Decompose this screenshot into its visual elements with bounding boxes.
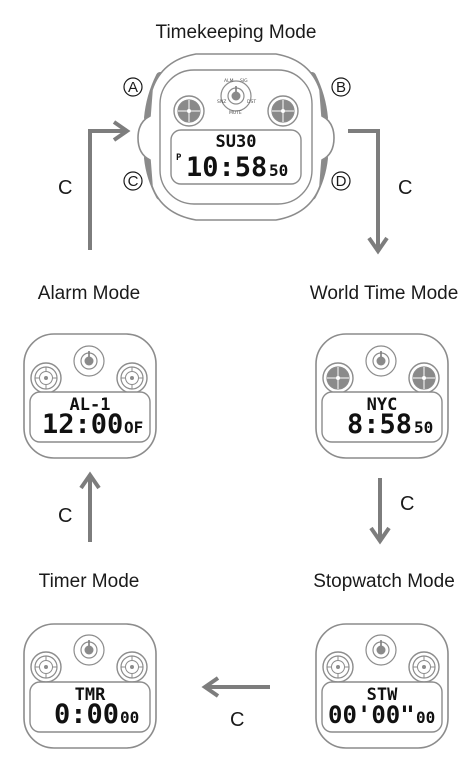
lcd-seconds: OF — [124, 418, 143, 437]
lcd-top-text: SU30 — [216, 132, 257, 152]
lcd-main-time: 00'00" — [328, 701, 415, 729]
right-dial-icon — [116, 362, 148, 394]
timekeeping-mode-label: Timekeeping Mode — [156, 22, 317, 43]
left-dial-icon — [30, 362, 62, 394]
arrow-alarm-to-timekeeping: C — [58, 120, 131, 250]
right-dial-icon — [116, 651, 148, 683]
lcd-main-time: 12:00 — [42, 409, 123, 440]
lcd-top-text: AL-1 — [70, 395, 111, 415]
timekeeping-watch: Timekeeping Mode ALM SIG SNZ MUTE DST SU… — [123, 22, 351, 221]
center-dial-icon — [73, 634, 105, 666]
button-a-label: A — [128, 79, 138, 96]
lcd-display — [29, 391, 151, 443]
timer-watch: Timer Mode TMR 0:00 00 — [23, 571, 157, 749]
left-dial-icon — [30, 651, 62, 683]
dial-label-alm: ALM — [224, 78, 234, 84]
left-dial-icon — [322, 362, 354, 394]
lcd-main-time: 10:58 — [186, 152, 267, 183]
lcd-top-text: NYC — [367, 395, 398, 415]
transition-c-label: C — [400, 493, 414, 515]
dial-label-dst: DST — [247, 99, 256, 105]
button-d-label: D — [336, 173, 347, 190]
lcd-seconds: 50 — [269, 161, 288, 180]
transition-c-label: C — [398, 177, 412, 199]
center-dial-icon — [365, 634, 397, 666]
button-c-marker — [123, 171, 143, 191]
button-b-marker — [331, 77, 351, 97]
button-b-label: B — [336, 79, 346, 96]
button-c-label: C — [128, 173, 139, 190]
pm-indicator: P — [176, 153, 182, 163]
stopwatch-mode-label: Stopwatch Mode — [313, 571, 455, 592]
button-a-marker — [123, 77, 143, 97]
arrow-stopwatch-to-timer: C — [201, 676, 270, 731]
alarm-watch: Alarm Mode AL-1 12:00 OF — [23, 283, 157, 459]
alarm-mode-label: Alarm Mode — [38, 283, 140, 304]
lcd-display — [29, 681, 151, 733]
lcd-top-text: STW — [367, 685, 398, 705]
left-dial-icon — [322, 651, 354, 683]
timer-mode-label: Timer Mode — [39, 571, 140, 592]
left-dial-icon — [173, 95, 205, 127]
transition-c-label: C — [58, 505, 72, 527]
arrow-world-time-to-stopwatch: C — [369, 478, 414, 545]
center-dial-icon — [220, 80, 252, 112]
right-dial-icon — [267, 95, 299, 127]
dial-label-sig: SIG — [240, 78, 248, 84]
lcd-main-time: 8:58 — [347, 409, 412, 440]
right-dial-icon — [408, 651, 440, 683]
dial-label-snz: SNZ — [217, 99, 226, 105]
lcd-top-text: TMR — [75, 685, 106, 705]
lcd-display — [170, 129, 302, 185]
world-time-watch: World Time Mode NYC 8:58 50 — [310, 283, 459, 459]
lcd-display — [321, 681, 443, 733]
center-dial-icon — [365, 345, 397, 377]
lcd-display — [321, 391, 443, 443]
lcd-seconds: 00 — [120, 708, 139, 727]
button-d-marker — [331, 171, 351, 191]
dial-label-mute: MUTE — [229, 110, 242, 116]
right-dial-icon — [408, 362, 440, 394]
arrow-timekeeping-to-world-time: C — [348, 129, 412, 255]
lcd-main-time: 0:00 — [54, 699, 119, 730]
transition-c-label: C — [230, 709, 244, 731]
lcd-seconds: 50 — [414, 418, 433, 437]
center-dial-icon — [73, 345, 105, 377]
world-time-mode-label: World Time Mode — [310, 283, 459, 304]
stopwatch-watch: Stopwatch Mode STW 00'00" 00 — [313, 571, 455, 749]
transition-c-label: C — [58, 177, 72, 199]
lcd-seconds: 00 — [416, 708, 435, 727]
arrow-timer-to-alarm: C — [58, 471, 101, 542]
